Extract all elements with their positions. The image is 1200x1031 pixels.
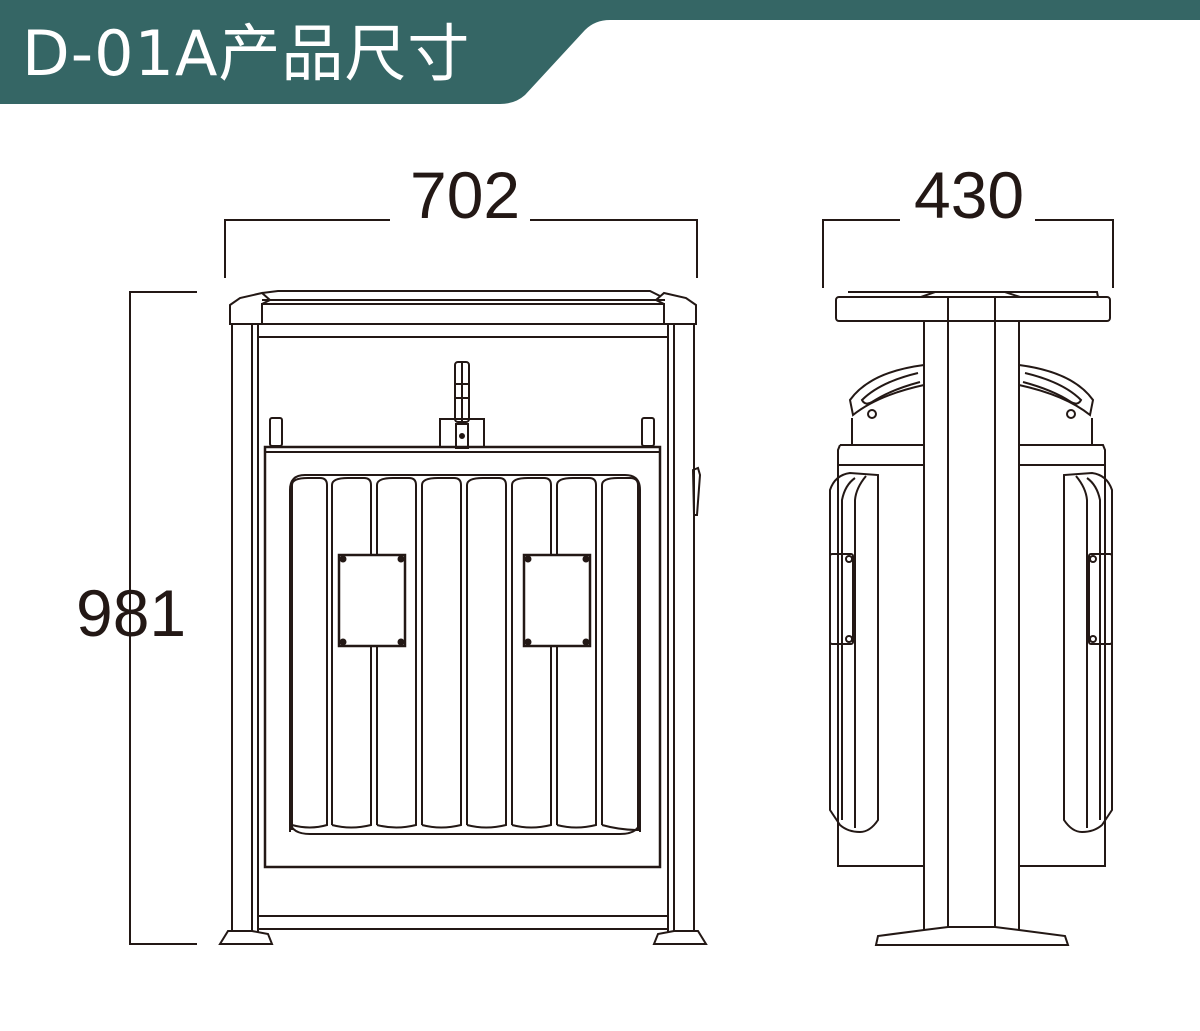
front-slats	[291, 477, 639, 832]
height-dimension-label: 981	[76, 576, 187, 650]
depth-dimension-line	[822, 219, 1114, 288]
header-banner	[0, 0, 1200, 104]
front-view	[218, 290, 708, 945]
page-title: D-01A产品尺寸	[22, 17, 471, 90]
depth-dimension-label: 430	[914, 158, 1025, 232]
width-dimension-line	[224, 219, 698, 278]
height-dimension-line	[129, 291, 197, 945]
side-view	[829, 291, 1113, 946]
width-dimension-label: 702	[410, 158, 521, 232]
